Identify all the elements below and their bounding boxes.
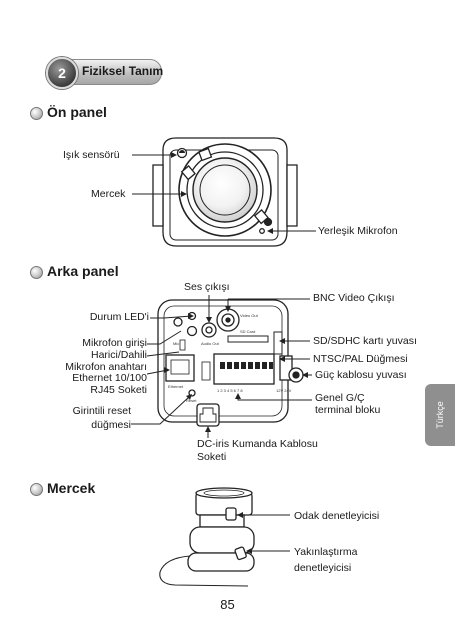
device-text-reset: Reset [186,398,197,403]
label-zoom-controller-2: denetleyicisi [294,562,352,574]
lens-section-bullet-icon [30,483,43,496]
label-mic-switch-1: Harici/Dahili [90,349,147,361]
device-text-mic: Mic [173,341,179,346]
label-ethernet-1: Ethernet 10/100 [72,372,147,384]
label-ethernet-2: RJ45 Soketi [90,384,147,396]
label-power-jack: Güç kablosu yuvası [315,369,407,381]
device-text-power: 12V 24V [276,388,292,393]
language-side-tab-label: Türkçe [435,401,445,429]
front-camera-drawing [152,137,298,247]
label-mic-in: Mikrofon girişi [82,337,147,349]
device-text-terminals: 1 2 3 4 5 6 7 8 [217,388,243,393]
rear-panel-heading: Arka panel [47,263,119,279]
label-zoom-controller-1: Yakınlaştırma [294,546,358,558]
section-title: Fiziksel Tanım [82,64,164,78]
device-text-audio-out: Audio Out [201,341,220,346]
device-text-video-out: Video Out [240,313,259,318]
label-front-lens: Mercek [91,188,126,200]
device-text-ethernet: Ethernet [168,384,184,389]
label-audio-out: Ses çıkışı [184,281,230,293]
label-gpio-1: Genel G/Ç [315,392,365,404]
label-bnc-video-out: BNC Video Çıkışı [313,292,395,304]
language-side-tab: Türkçe [425,384,455,446]
label-dc-iris-1: DC-iris Kumanda Kablosu [197,438,318,450]
rear-camera-drawing [157,299,304,427]
lens-section-heading: Mercek [47,480,96,496]
label-mic-switch-2: Mikrofon anahtarı [65,361,147,373]
label-status-led: Durum LED'i [89,311,149,323]
label-focus-controller: Odak denetleyicisi [294,510,380,522]
lens-drawing [159,487,255,587]
label-gpio-2: terminal bloku [315,404,381,416]
label-ntsc-pal: NTSC/PAL Düğmesi [313,353,408,365]
page-number: 85 [220,597,235,612]
label-builtin-mic: Yerleşik Mikrofon [318,225,398,237]
device-text-sd-card: SD Card [240,329,255,334]
label-reset-2: düğmesi [91,419,131,431]
rear-panel-bullet-icon [30,266,43,279]
front-panel-heading: Ön panel [47,104,107,120]
label-reset-1: Girintili reset [72,405,131,417]
label-dc-iris-2: Soketi [197,451,227,463]
label-light-sensor: Işık sensörü [63,149,120,161]
front-panel-bullet-icon [30,107,43,120]
label-sd-slot: SD/SDHC kartı yuvası [313,335,417,347]
section-number-badge: 2 [46,57,78,89]
